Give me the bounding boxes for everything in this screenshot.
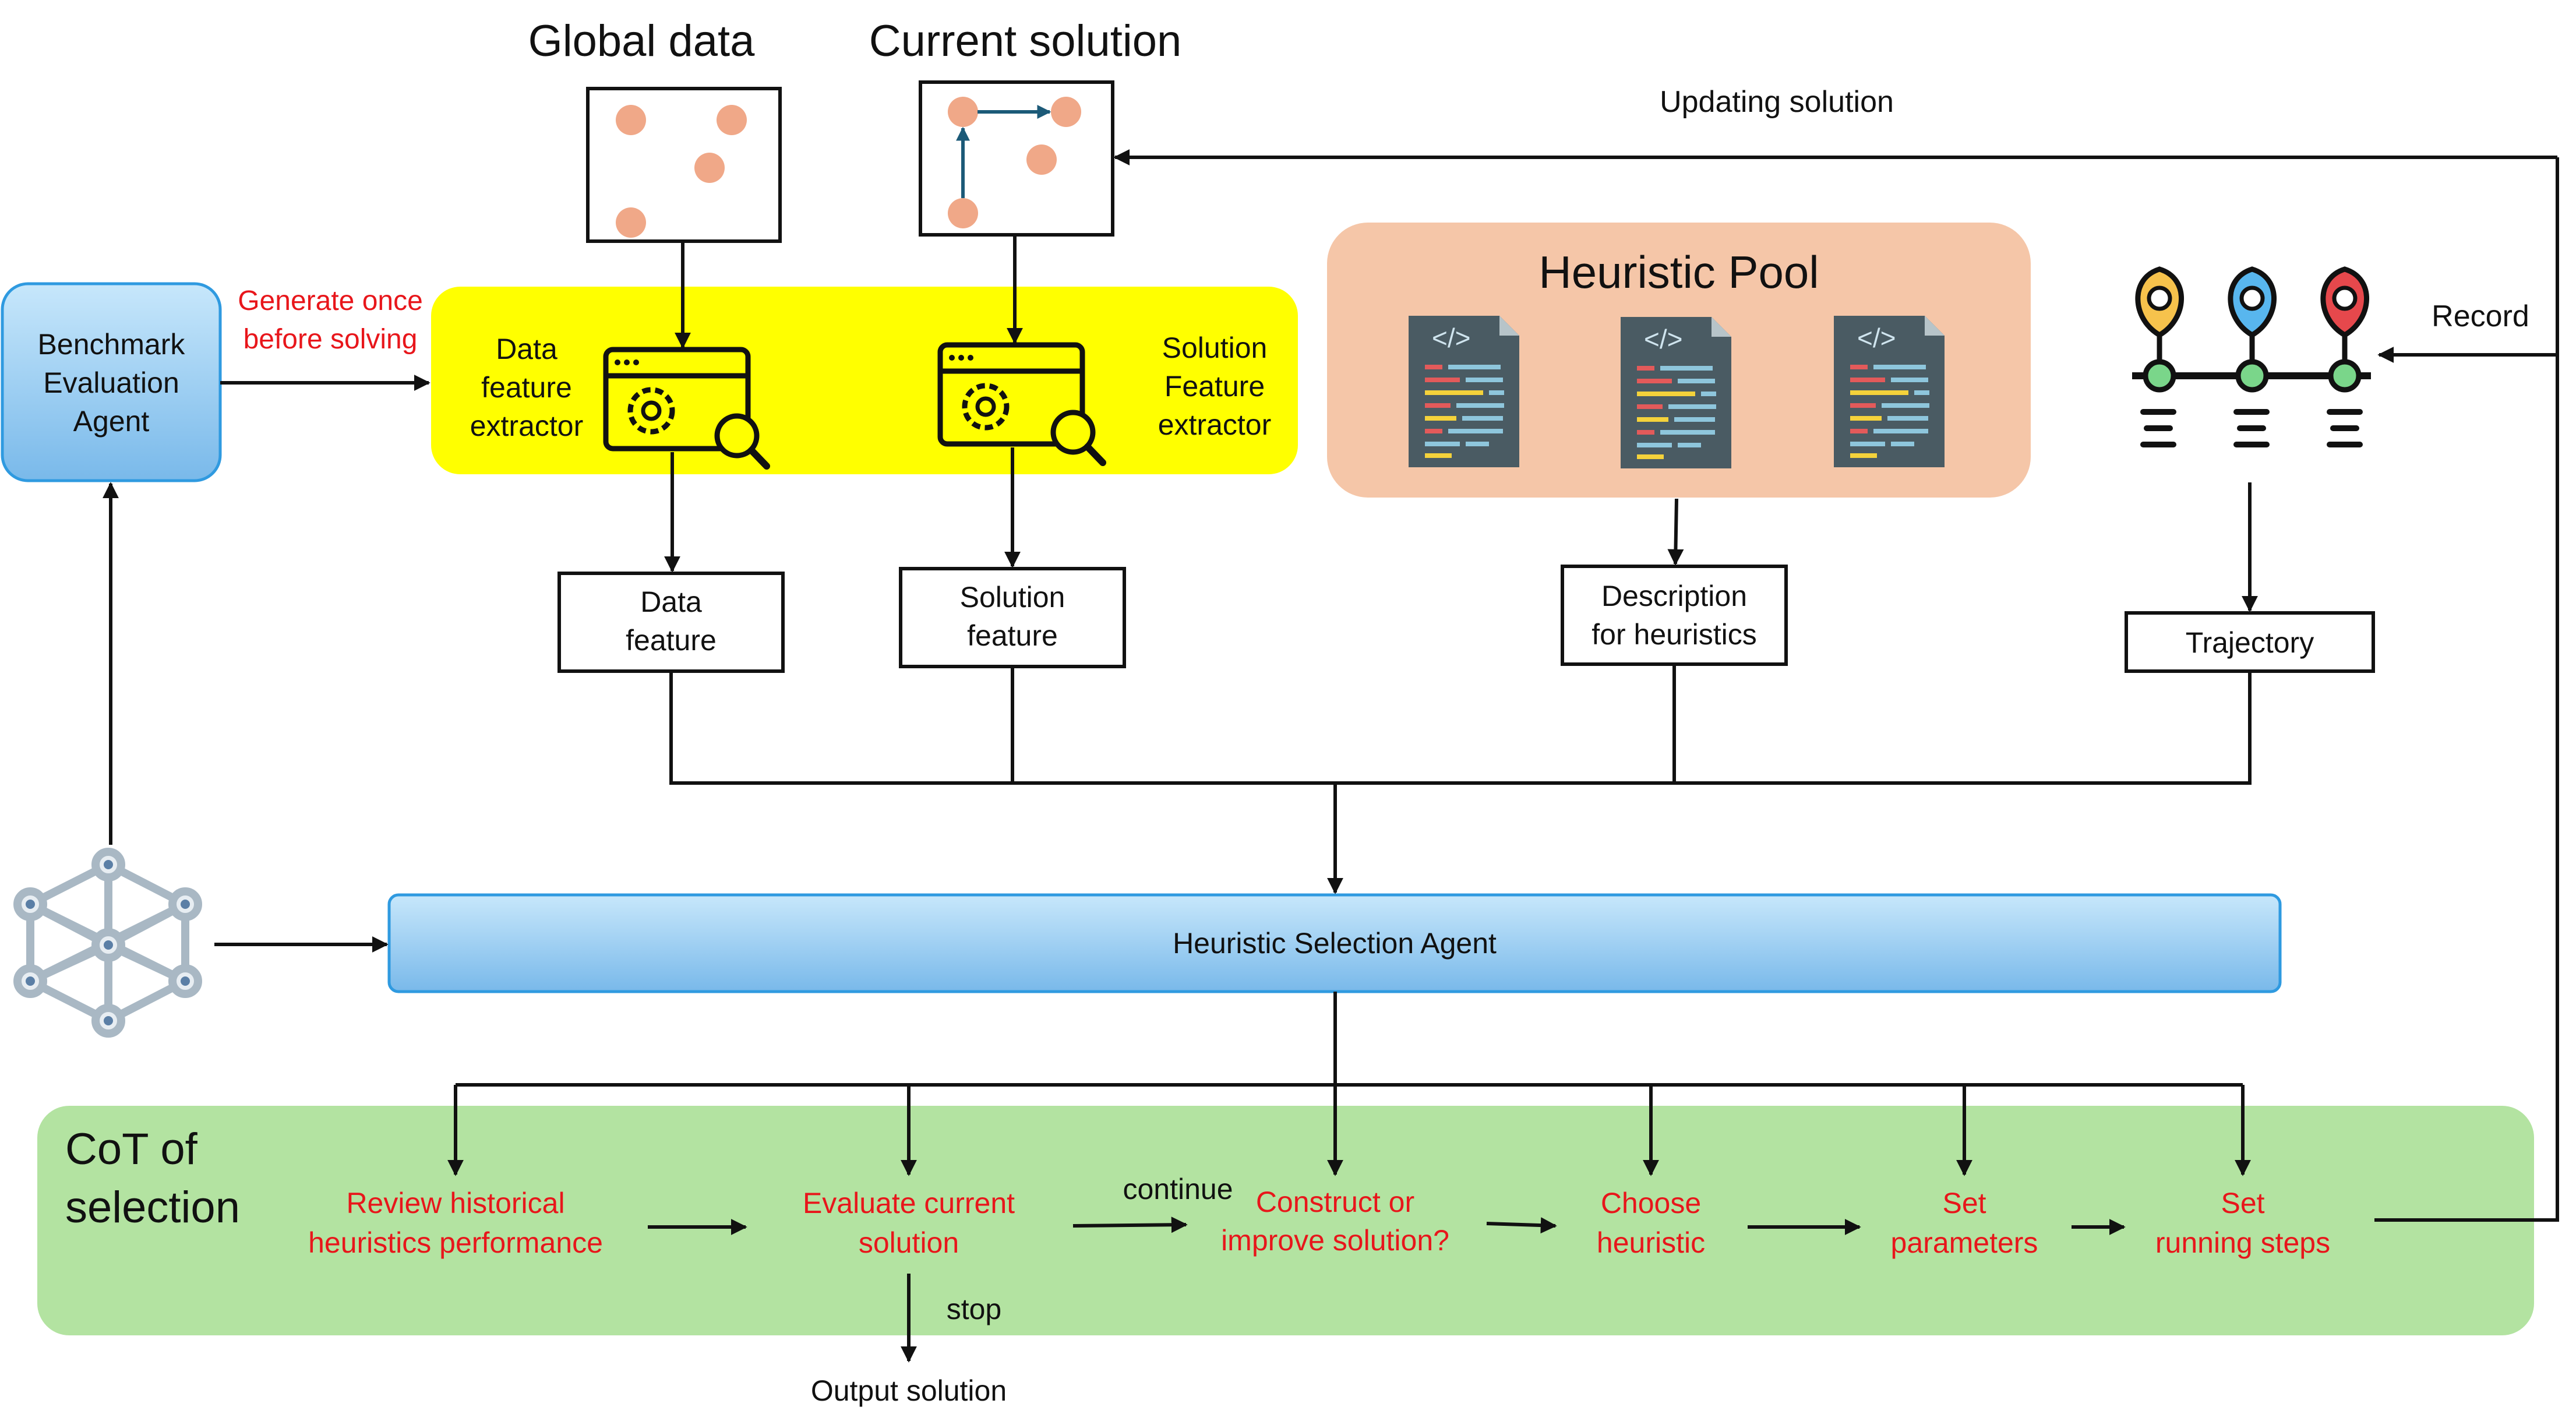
cot-step-construct: Construct or [1256, 1186, 1414, 1218]
data-extractor-icon [603, 347, 770, 470]
svg-text:</>: </> [1857, 323, 1896, 353]
solution-feature-line: Solution [960, 581, 1065, 613]
solution-feature-line: feature [967, 619, 1058, 652]
cot-step-choose: Choose [1601, 1187, 1701, 1219]
data-extractor-line: Data [496, 333, 557, 365]
generate-note-line: Generate once [238, 285, 423, 316]
heuristic-selection-agent: Heuristic Selection Agent [387, 893, 2282, 993]
benchmark-agent-line: Evaluation [43, 366, 179, 399]
trajectory-box: Trajectory [2125, 611, 2375, 673]
solution-feature-box: Solution feature [899, 567, 1126, 668]
solution-point [948, 198, 978, 228]
neural-network-node-centers [26, 860, 190, 1025]
continue-label: continue [1123, 1173, 1233, 1205]
cot-title-line: CoT of [65, 1124, 198, 1174]
data-extractor-line: feature [481, 371, 572, 404]
record-label: Record [2432, 299, 2529, 333]
output-solution-label: Output solution [811, 1374, 1007, 1407]
arrow-construct-to-choose [1486, 1217, 1557, 1234]
heuristic-description-box: Description for heuristics [1561, 565, 1788, 666]
cot-step-running: running steps [2155, 1226, 2330, 1259]
data-point [616, 207, 646, 238]
cot-step-parameters: Set [1942, 1187, 1986, 1219]
cot-panel [37, 1106, 2534, 1335]
feature-merge-line [669, 671, 2252, 785]
generate-note-line: before solving [244, 324, 418, 355]
updating-solution-label: Updating solution [1660, 85, 1894, 119]
description-line: for heuristics [1592, 618, 1756, 651]
cot-step-running: Set [2221, 1187, 2264, 1219]
current-solution-title: Current solution [869, 16, 1182, 66]
cot-step-construct: improve solution? [1221, 1224, 1449, 1257]
feedback-loop-line [2374, 157, 2559, 1222]
selection-agent-label: Heuristic Selection Agent [1173, 927, 1497, 960]
code-file-icon: </> [1409, 316, 1519, 467]
arrow-pool-to-description [1667, 498, 1684, 566]
solution-point [948, 97, 978, 127]
data-point [717, 105, 747, 135]
arrow-evaluate-to-construct [1072, 1217, 1188, 1233]
data-point [616, 105, 646, 135]
solution-extractor-icon [937, 342, 1106, 466]
benchmark-agent-line: Benchmark [38, 328, 186, 361]
cot-step-review: Review historical [346, 1187, 564, 1219]
benchmark-evaluation-agent: Benchmark Evaluation Agent [1, 282, 222, 482]
data-feature-box: Data feature [557, 572, 785, 673]
solution-point [1051, 97, 1081, 127]
solution-extractor-line: extractor [1158, 408, 1272, 441]
current-solution-box [919, 80, 1114, 237]
solution-extractor-line: Feature [1165, 370, 1265, 403]
cot-step-evaluate: Evaluate current [803, 1187, 1015, 1219]
code-file-icon: </> [1621, 317, 1731, 468]
benchmark-agent-line: Agent [73, 405, 150, 438]
trajectory-icon [2132, 266, 2371, 447]
stop-label: stop [947, 1293, 1002, 1325]
data-point [694, 153, 725, 183]
description-line: Description [1601, 580, 1747, 612]
cot-step-evaluate: solution [859, 1226, 959, 1259]
code-file-icon: </> [1834, 316, 1945, 467]
connectors [103, 149, 2559, 1363]
data-feature-line: feature [626, 624, 717, 657]
heuristic-pool-title: Heuristic Pool [1538, 246, 1819, 298]
trajectory-label: Trajectory [2186, 626, 2314, 659]
global-data-title: Global data [528, 16, 755, 66]
data-feature-line: Data [640, 586, 702, 618]
solution-extractor-line: Solution [1162, 332, 1268, 364]
solution-point [1026, 144, 1057, 175]
cot-step-review: heuristics performance [308, 1226, 603, 1259]
svg-text:</>: </> [1644, 324, 1683, 354]
neural-network-icon [13, 848, 202, 1038]
cot-step-choose: heuristic [1597, 1226, 1705, 1259]
cot-step-parameters: parameters [1891, 1226, 2038, 1259]
global-data-box [586, 87, 782, 243]
data-extractor-line: extractor [470, 410, 584, 442]
svg-text:</>: </> [1432, 323, 1471, 353]
cot-title-line: selection [65, 1183, 240, 1232]
